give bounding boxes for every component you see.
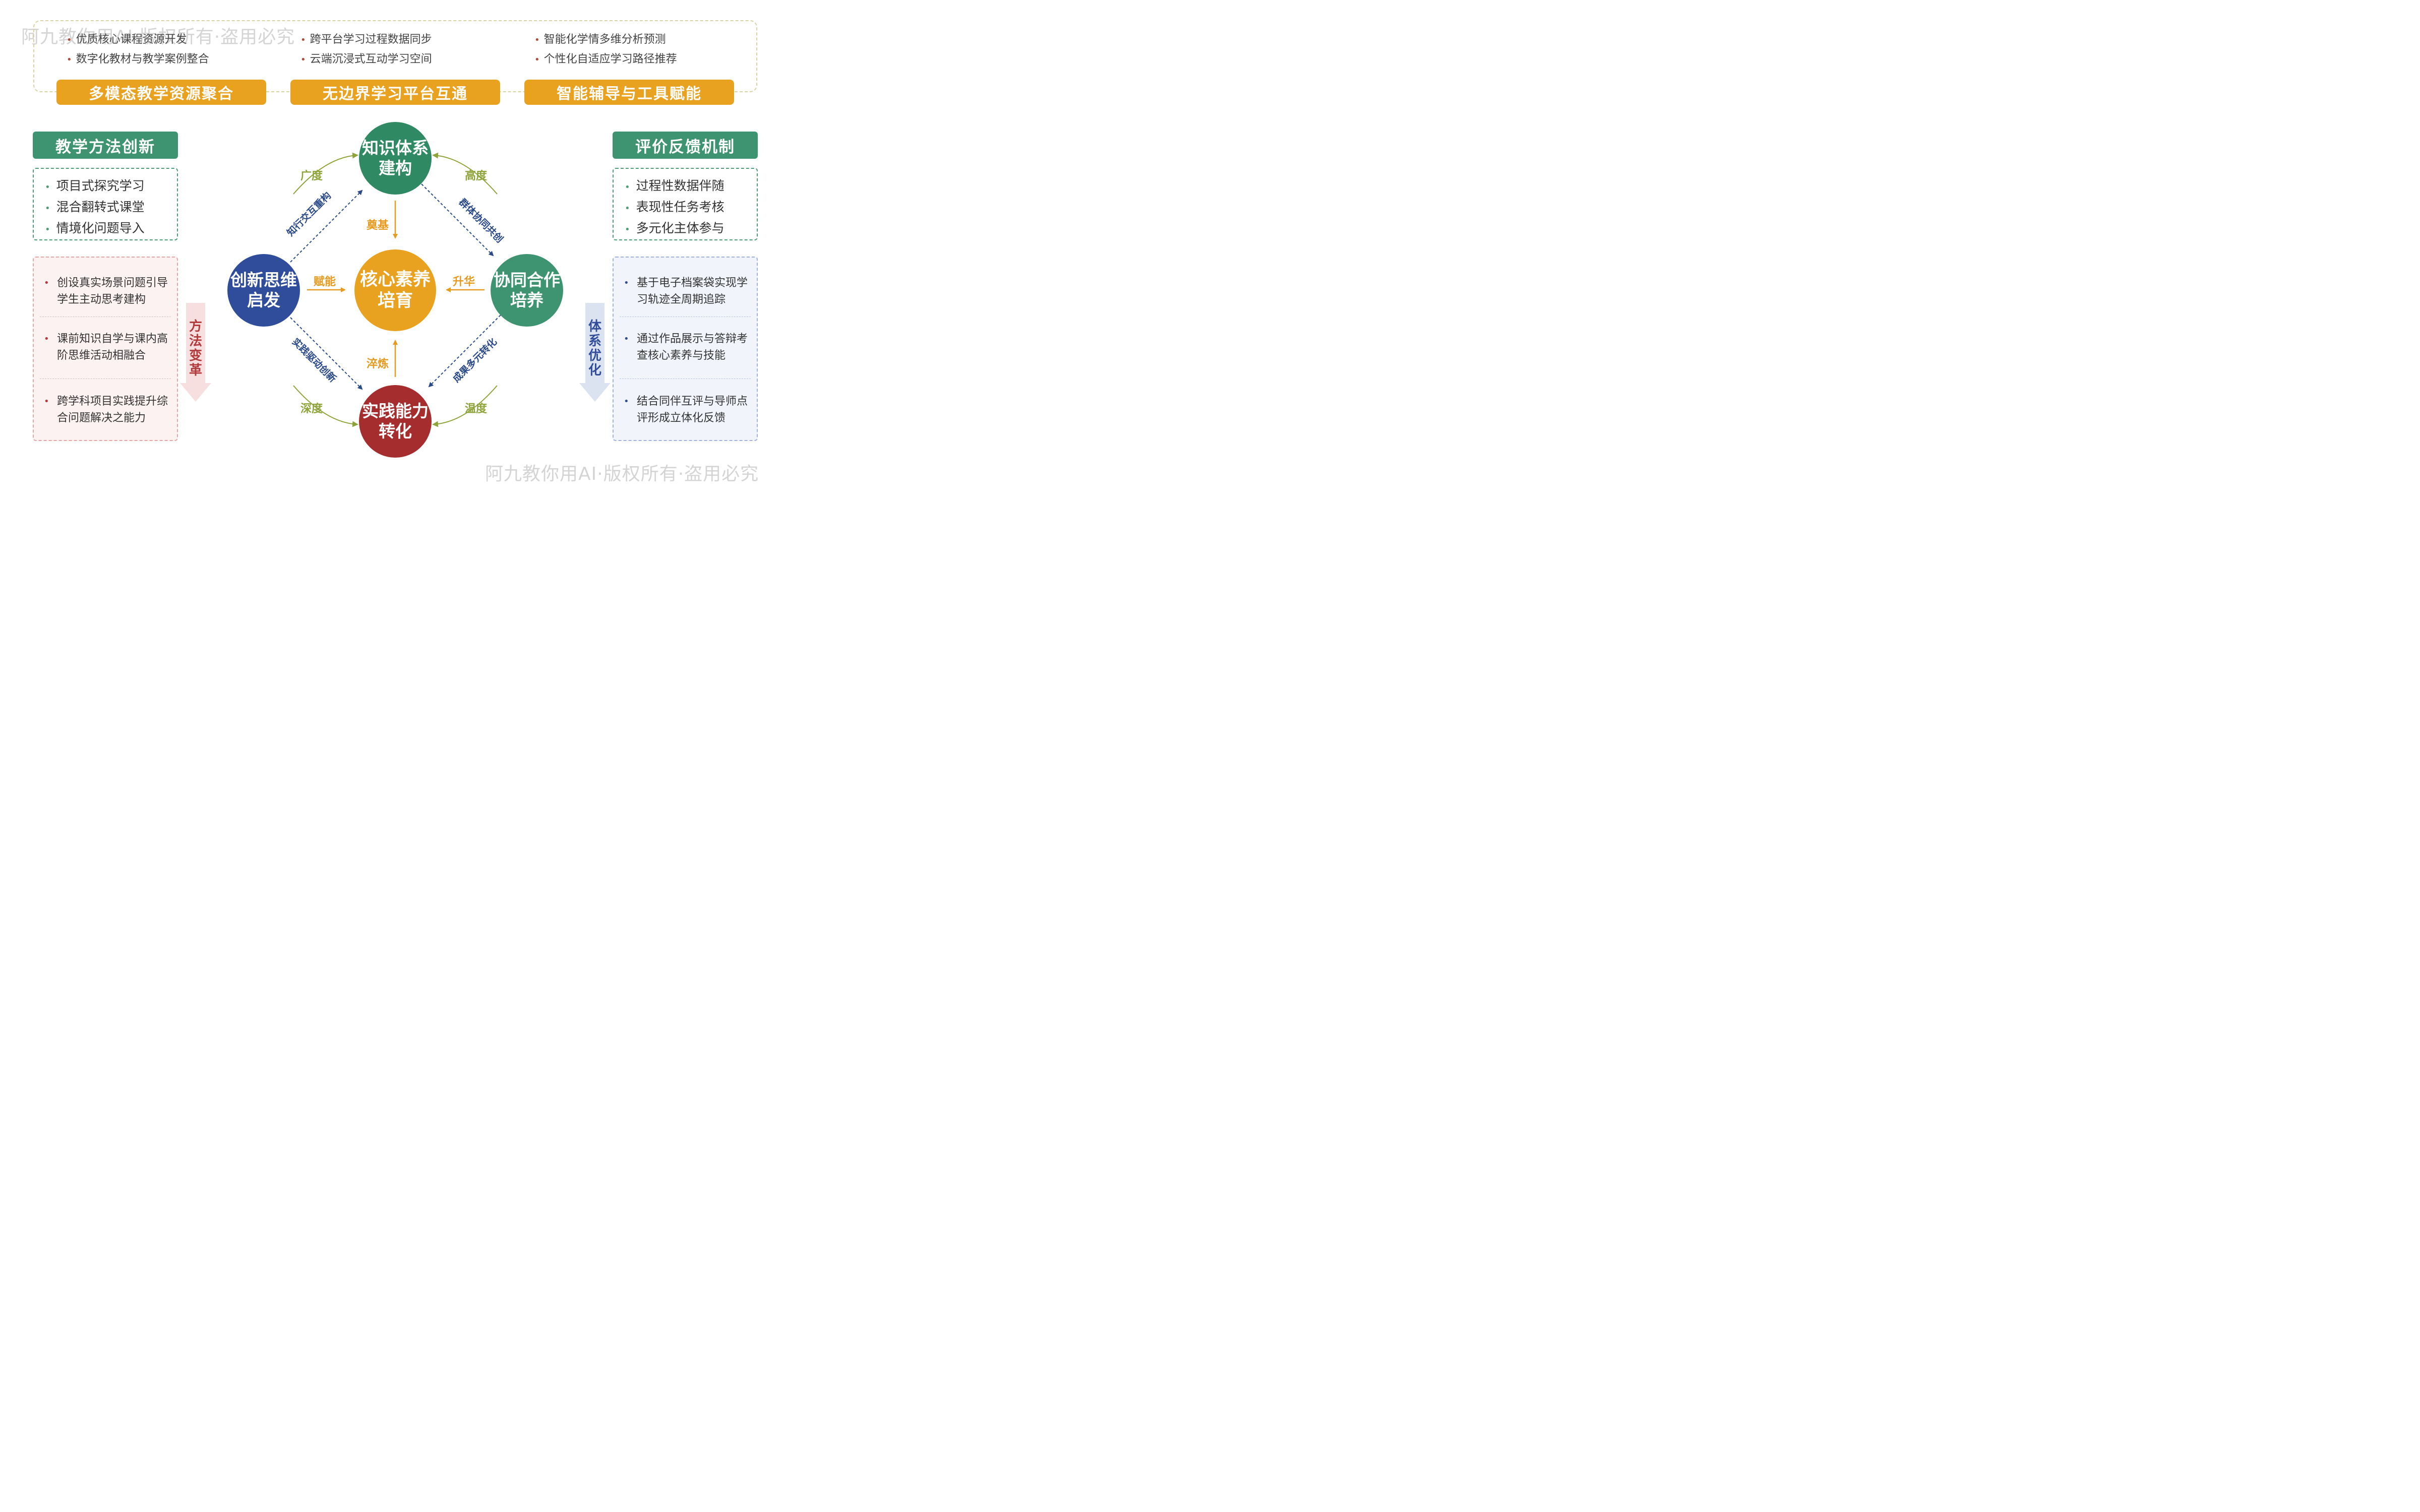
detail-cell: •结合同伴互评与导师点评形成立体化反馈 bbox=[624, 395, 748, 424]
system-optimize-label: 体系优化 bbox=[588, 319, 601, 378]
left-header: 教学方法创新 bbox=[33, 132, 178, 159]
platform-bar: 无边界学习平台互通 bbox=[290, 80, 500, 105]
knowledge-circle: 知识体系建构 bbox=[359, 122, 432, 195]
method-change-arrow bbox=[180, 303, 211, 402]
left-detail-box: •创设真实场景问题引导学生主动思考建构 •课前知识自学与课内高阶思维活动相融合 … bbox=[33, 257, 178, 441]
detail-cell: •通过作品展示与答辩考查核心素养与技能 bbox=[624, 333, 748, 362]
label-empower: 赋能 bbox=[314, 276, 336, 288]
list-item: •表现性任务考核 bbox=[625, 200, 724, 214]
tools-bar: 智能辅导与工具赋能 bbox=[524, 80, 734, 105]
collaboration-circle: 协同合作培养 bbox=[491, 254, 563, 327]
resource-bar: 多模态教学资源聚合 bbox=[56, 80, 266, 105]
top-item: •数字化教材与教学案例整合 bbox=[67, 53, 209, 66]
detail-cell: •课前知识自学与课内高阶思维活动相融合 bbox=[44, 333, 168, 362]
innovation-circle: 创新思维启发 bbox=[227, 254, 300, 327]
core-circle: 核心素养培育 bbox=[354, 249, 436, 331]
watermark-bottom: 阿九教你用AI·版权所有·盗用必究 bbox=[485, 464, 759, 484]
top-item: •跨平台学习过程数据同步 bbox=[300, 33, 432, 46]
method-change-label: 方法变革 bbox=[189, 319, 202, 378]
right-detail-box: •基于电子档案袋实现学习轨迹全周期追踪 •通过作品展示与答辩考查核心素养与技能 … bbox=[613, 257, 758, 441]
list-item: •过程性数据伴随 bbox=[625, 178, 724, 193]
label-refine: 淬炼 bbox=[367, 358, 389, 370]
label-breadth: 广度 bbox=[300, 170, 323, 182]
list-item: •项目式探究学习 bbox=[45, 178, 145, 193]
practice-circle: 实践能力转化 bbox=[359, 385, 432, 458]
right-evaluation-list: •过程性数据伴随 •表现性任务考核 •多元化主体参与 bbox=[613, 168, 758, 240]
system-optimize-arrow bbox=[579, 303, 611, 402]
top-item: •优质核心课程资源开发 bbox=[67, 33, 187, 46]
top-column-2: •跨平台学习过程数据同步 •云端沉浸式互动学习空间 bbox=[300, 30, 512, 70]
top-item: •智能化学情多维分析预测 bbox=[534, 33, 666, 46]
right-header: 评价反馈机制 bbox=[613, 132, 758, 159]
label-foundation: 奠基 bbox=[367, 219, 389, 232]
label-height: 高度 bbox=[465, 170, 488, 182]
list-item: •混合翻转式课堂 bbox=[45, 200, 145, 214]
watermark-top: 阿九教你用AI·版权所有·盗用必究 bbox=[21, 27, 295, 47]
label-warmth: 温度 bbox=[465, 403, 488, 415]
top-column-3: •智能化学情多维分析预测 •个性化自适应学习路径推荐 bbox=[534, 30, 746, 70]
detail-cell: •跨学科项目实践提升综合问题解决之能力 bbox=[44, 395, 168, 424]
label-depth: 深度 bbox=[300, 403, 323, 415]
diagram-arrows bbox=[180, 152, 611, 427]
detail-cell: •创设真实场景问题引导学生主动思考建构 bbox=[44, 277, 168, 306]
label-sublimate: 升华 bbox=[453, 276, 475, 288]
detail-cell: •基于电子档案袋实现学习轨迹全周期追踪 bbox=[624, 277, 748, 306]
list-item: •多元化主体参与 bbox=[625, 221, 724, 235]
top-item: •个性化自适应学习路径推荐 bbox=[534, 53, 677, 66]
list-item: •情境化问题导入 bbox=[45, 221, 145, 235]
left-methods-list: •项目式探究学习 •混合翻转式课堂 •情境化问题导入 bbox=[33, 168, 178, 240]
top-column-1: •优质核心课程资源开发 •数字化教材与教学案例整合 bbox=[67, 30, 278, 70]
top-item: •云端沉浸式互动学习空间 bbox=[300, 53, 432, 66]
